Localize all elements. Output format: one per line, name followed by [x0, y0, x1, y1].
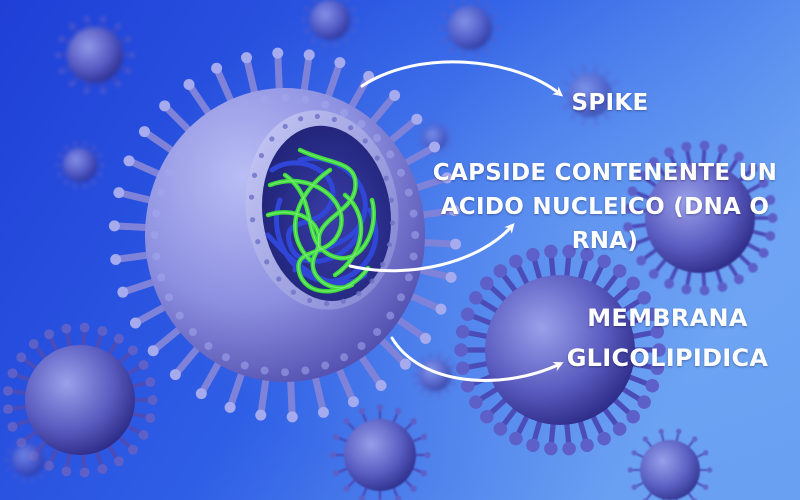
arrows	[348, 60, 564, 382]
arrow-right-icon	[390, 336, 564, 382]
background-virus	[55, 141, 105, 189]
label-spike: SPIKE	[571, 90, 649, 116]
background-virus	[3, 322, 158, 478]
background-virus	[301, 0, 359, 48]
background-virus	[454, 244, 666, 456]
background-virus	[55, 16, 135, 94]
background-viruses	[3, 0, 778, 500]
background-virus	[5, 437, 51, 483]
arrow-right-icon	[360, 60, 564, 97]
label-glycolipid-membrane: MEMBRANA GLICOLIPIDICA	[566, 304, 769, 372]
background-virus	[329, 404, 431, 500]
background-virus	[627, 428, 713, 500]
nucleic-acid-strands	[265, 147, 379, 294]
main-virus-illustration	[108, 47, 462, 423]
label-capsid-nucleic-acid: CAPSIDE CONTENENTE UN ACIDO NUCLEICO (DN…	[432, 160, 778, 254]
arrow-right-icon	[348, 223, 515, 273]
background-virus	[623, 140, 778, 296]
background-virus	[438, 0, 502, 59]
